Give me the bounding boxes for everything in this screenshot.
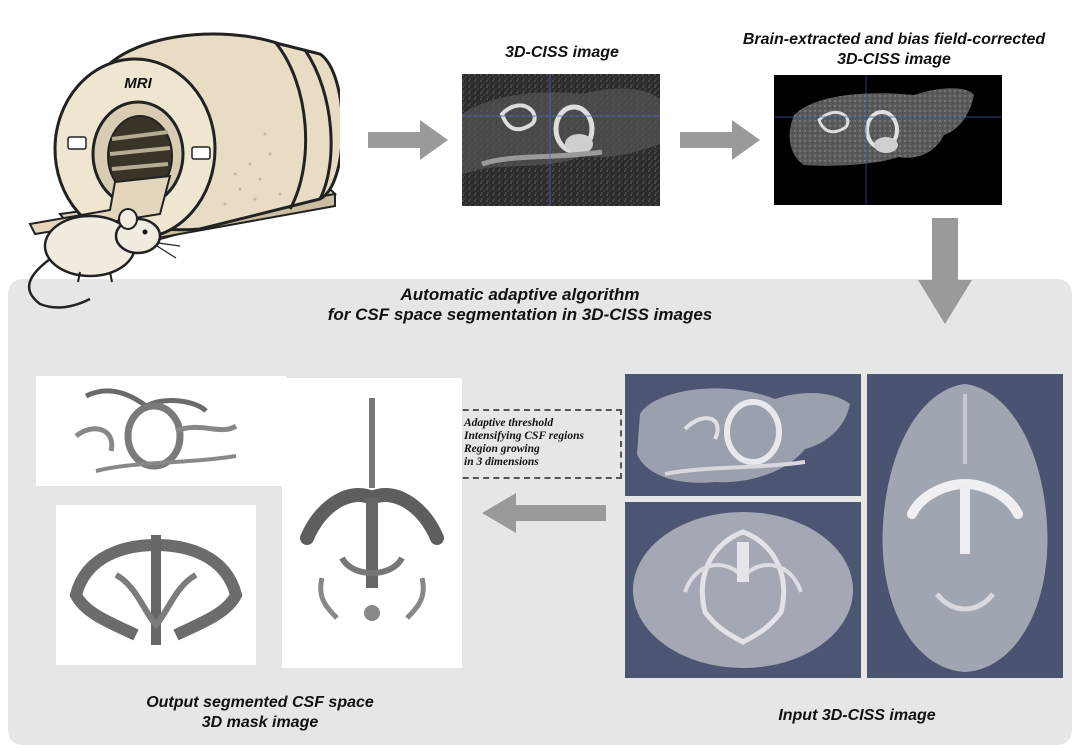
arrow-right-icon (368, 120, 450, 160)
input-coronal-image (625, 502, 861, 678)
algorithm-title-line2: for CSF space segmentation in 3D-CISS im… (327, 305, 713, 324)
step-text: Region growing (464, 443, 540, 455)
mri-scanner-illustration (20, 14, 344, 314)
output-label-line2: 3D mask image (201, 714, 319, 731)
step-item: 1. Adaptive threshold (442, 417, 614, 430)
output-mask-axial (282, 378, 462, 668)
input-axial-image (867, 374, 1063, 678)
algorithm-title-line1: Automatic adaptive algorithm (400, 285, 640, 304)
corrected-image-title-line2: 3D-CISS image (837, 51, 951, 68)
output-label-line1: Output segmented CSF space (146, 694, 374, 711)
output-mask-coronal (56, 505, 256, 665)
mri-label: MRI (124, 75, 152, 92)
step-text: Adaptive threshold (464, 417, 554, 429)
arrow-down-icon (918, 218, 972, 326)
arrow-right-icon (680, 120, 762, 160)
input-label: Input 3D-CISS image (778, 707, 936, 724)
step-item: 2. Intensifying CSF regions (442, 430, 614, 443)
ciss-image (462, 74, 660, 206)
arrow-left-icon (482, 493, 608, 533)
step-continuation: in 3 dimensions (464, 456, 539, 468)
input-sagittal-image (625, 374, 861, 496)
step-text: Intensifying CSF regions (464, 430, 584, 442)
ciss-image-title: 3D-CISS image (505, 44, 619, 61)
step-item: 3. Region growing (442, 443, 614, 456)
corrected-ciss-image (774, 75, 1002, 205)
corrected-image-title-line1: Brain-extracted and bias field-corrected (742, 31, 1046, 48)
output-mask-sagittal (36, 376, 286, 486)
algorithm-steps-box: 1. Adaptive threshold 2. Intensifying CS… (432, 409, 622, 479)
